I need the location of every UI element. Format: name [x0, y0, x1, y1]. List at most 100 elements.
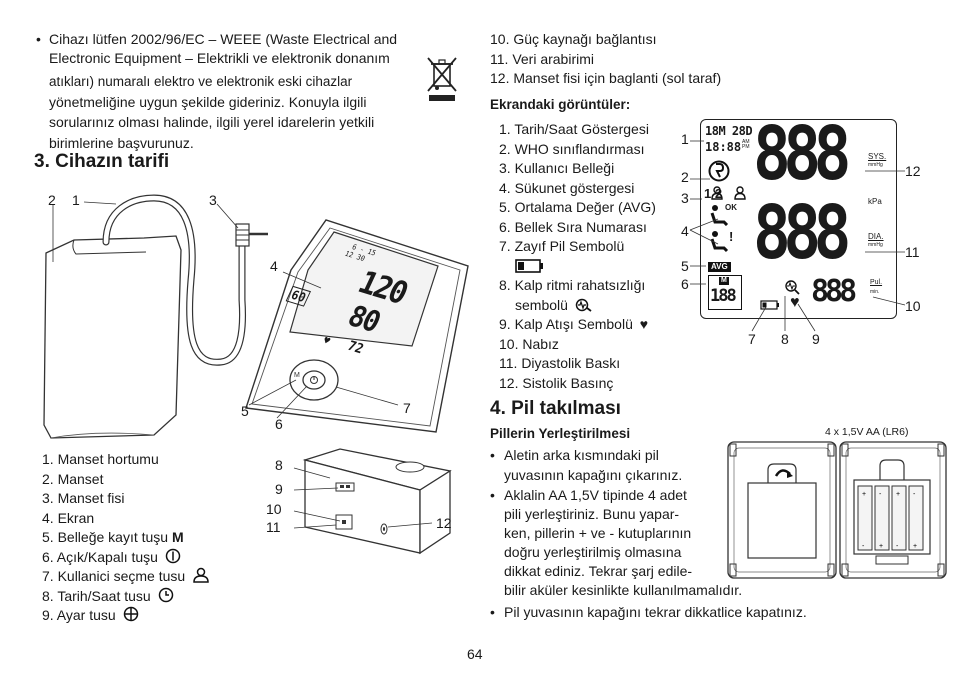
settings-crosshair-icon — [123, 606, 138, 622]
lcd-date: 18M 28D — [705, 124, 753, 138]
user2-icon — [734, 186, 746, 200]
callout: 12 — [905, 163, 921, 179]
lcd-pulse-unit: min. — [870, 289, 880, 295]
lcd-avg-badge: AVG — [708, 262, 731, 272]
instruction-line: yuvasının kapağını çıkarınız. — [504, 467, 683, 483]
rest-ok-icon — [710, 205, 729, 226]
instruction-line: Aletin arka kısmındaki pil — [504, 447, 659, 463]
callout: 3 — [681, 190, 689, 206]
list-item: 8. Tarih/Saat tusu — [42, 587, 210, 607]
callout: 3 — [209, 192, 217, 208]
callout: 1 — [681, 131, 689, 147]
callout: 8 — [781, 331, 789, 347]
svg-text:-: - — [862, 543, 865, 550]
weee-line: sorularınız olması halinde, ilgili yerel… — [49, 114, 375, 130]
list-item-label: 9. Ayar tusu — [42, 607, 116, 623]
battery-instructions: • Aletin arka kısmındaki pil yuvasının k… — [490, 446, 950, 623]
list-item: 2. Manset — [42, 470, 210, 490]
lcd-memory-digits: 188 — [710, 286, 737, 306]
list-item: 12. Manset fisi için baglanti (sol taraf… — [490, 70, 722, 86]
list-item: 6. Bellek Sıra Numarası — [499, 218, 647, 235]
list-item: 4. Sükunet göstergesi — [499, 179, 635, 196]
user-icon — [193, 567, 209, 583]
screen-list: 1. Tarih/Saat Göstergesi 2. WHO sınıflan… — [499, 120, 656, 393]
lcd-sys-unit: mmHg — [868, 162, 883, 168]
lcd-pm: PM — [742, 144, 750, 150]
list-item-label: 5. Belleğe kayıt tuşu — [42, 529, 169, 545]
rest-warning-icon — [710, 231, 729, 253]
lcd-heart-icon: ♥ — [790, 294, 800, 311]
battery-label: 4 x 1,5V AA (LR6) — [825, 426, 909, 438]
lcd-memory-letter: M — [719, 277, 729, 285]
svg-text:-: - — [913, 491, 916, 498]
device-side-diagram — [293, 448, 452, 555]
list-item: 1. Tarih/Saat Göstergesi — [499, 121, 649, 137]
list-item: 12. Sistolik Basınç — [499, 374, 614, 391]
arrhythmia-icon — [575, 298, 592, 312]
page-number: 64 — [467, 646, 483, 662]
callout: 12 — [436, 515, 452, 531]
lcd-pulse-digits: 888 — [811, 274, 857, 309]
callout: 2 — [48, 192, 56, 208]
list-item: 10. Güç kaynağı bağlantısı — [490, 31, 657, 47]
instruction-line: dikkat ediniz. Tekrar şarj edile- — [504, 563, 693, 579]
lcd-battery-icon — [760, 300, 779, 310]
list-item: 7. Zayıf Pil Sembolü — [499, 238, 625, 254]
lcd-kpa-label: kPa — [868, 197, 882, 206]
weee-line: atıkları) numaralı elektro ve elektronik… — [49, 74, 353, 89]
cuff-shape — [43, 235, 182, 439]
list-item: 2. WHO sınıflandırması — [499, 140, 645, 157]
weee-line: birimlerine başvurunuz. — [49, 135, 194, 151]
callout: 5 — [241, 403, 249, 419]
weee-bin-icon — [427, 57, 457, 101]
memory-key-letter: M — [171, 529, 184, 545]
lcd-ok: OK — [725, 203, 737, 212]
battery-compartment-diagram: + - + - - + - + — [727, 441, 947, 579]
lcd-memory-box: M 188 — [708, 275, 742, 310]
weee-line: Cihazı lütfen 2002/96/EC – WEEE (Waste E… — [49, 31, 398, 47]
list-item: 5. Ortalama Değer (AVG) — [499, 199, 656, 215]
callout: 11 — [905, 244, 920, 260]
lcd-display-diagram: 18M 28D 18:88 AM PM 1 2 OK ! AVG M 188 8… — [700, 114, 897, 319]
svg-text:+: + — [913, 543, 917, 550]
list-item: 3. Manset fisi — [42, 489, 210, 509]
who-classification-icon — [708, 160, 730, 182]
parts-list: 1. Manset hortumu 2. Manset 3. Manset fi… — [42, 450, 210, 626]
lcd-dia-unit: mmHg — [868, 242, 883, 248]
device-diagram: M — [43, 194, 469, 439]
list-item: 10. Nabız — [499, 335, 559, 352]
instruction-line: Pil yuvasının kapağını tekrar dikkatlice… — [504, 604, 807, 620]
instruction-line: bilir aküler kesinlikte kullanılmamalıdı… — [504, 582, 743, 598]
list-item: 1. Manset hortumu — [42, 450, 210, 470]
list-item-label: 4. Ekran — [42, 509, 95, 526]
list-item: 3. Kullanıcı Belleği — [499, 160, 615, 176]
lcd-user-memory: 1 2 — [704, 186, 722, 201]
list-item: 9. Ayar tusu — [42, 606, 210, 626]
svg-text:M: M — [294, 372, 300, 379]
lcd-sys-label: SYS. — [868, 152, 887, 161]
list-item: 4. Ekran — [42, 509, 210, 529]
svg-text:+: + — [862, 491, 866, 498]
callout: 7 — [403, 400, 411, 416]
lcd-pulse-label: Pul. — [870, 279, 883, 286]
list-item-label: 8. Tarih/Saat tusu — [42, 587, 151, 604]
list-item-label: 1. Manset hortumu — [42, 451, 159, 467]
lcd-arrhythmia-icon — [785, 280, 800, 295]
callout: 10 — [266, 501, 282, 517]
lcd-exclamation: ! — [729, 229, 734, 244]
list-item: 8. Kalp ritmi rahatsızlığı — [499, 277, 646, 293]
weee-line: Electronic Equipment – Elektrikli ve ele… — [49, 50, 390, 66]
power-icon — [165, 548, 181, 563]
lcd-dia-label: DIA. — [868, 232, 884, 241]
callout: 2 — [681, 169, 689, 185]
section-4-subtitle: Pillerin Yerleştirilmesi — [490, 426, 631, 441]
lcd-am-pm: AM PM — [742, 140, 750, 150]
list-item-label: 3. Manset fisi — [42, 490, 125, 506]
instruction-line: pili yerleştiriniz. Bunu yapar- — [504, 506, 680, 522]
lcd-time: 18:88 — [705, 140, 742, 154]
callout: 9 — [275, 481, 283, 497]
list-item: 11. Veri arabirimi — [490, 50, 595, 67]
list-item: 7. Kullanici seçme tusu — [42, 567, 210, 587]
callout: 8 — [275, 457, 283, 473]
list-item-label: sembolü — [515, 296, 568, 313]
